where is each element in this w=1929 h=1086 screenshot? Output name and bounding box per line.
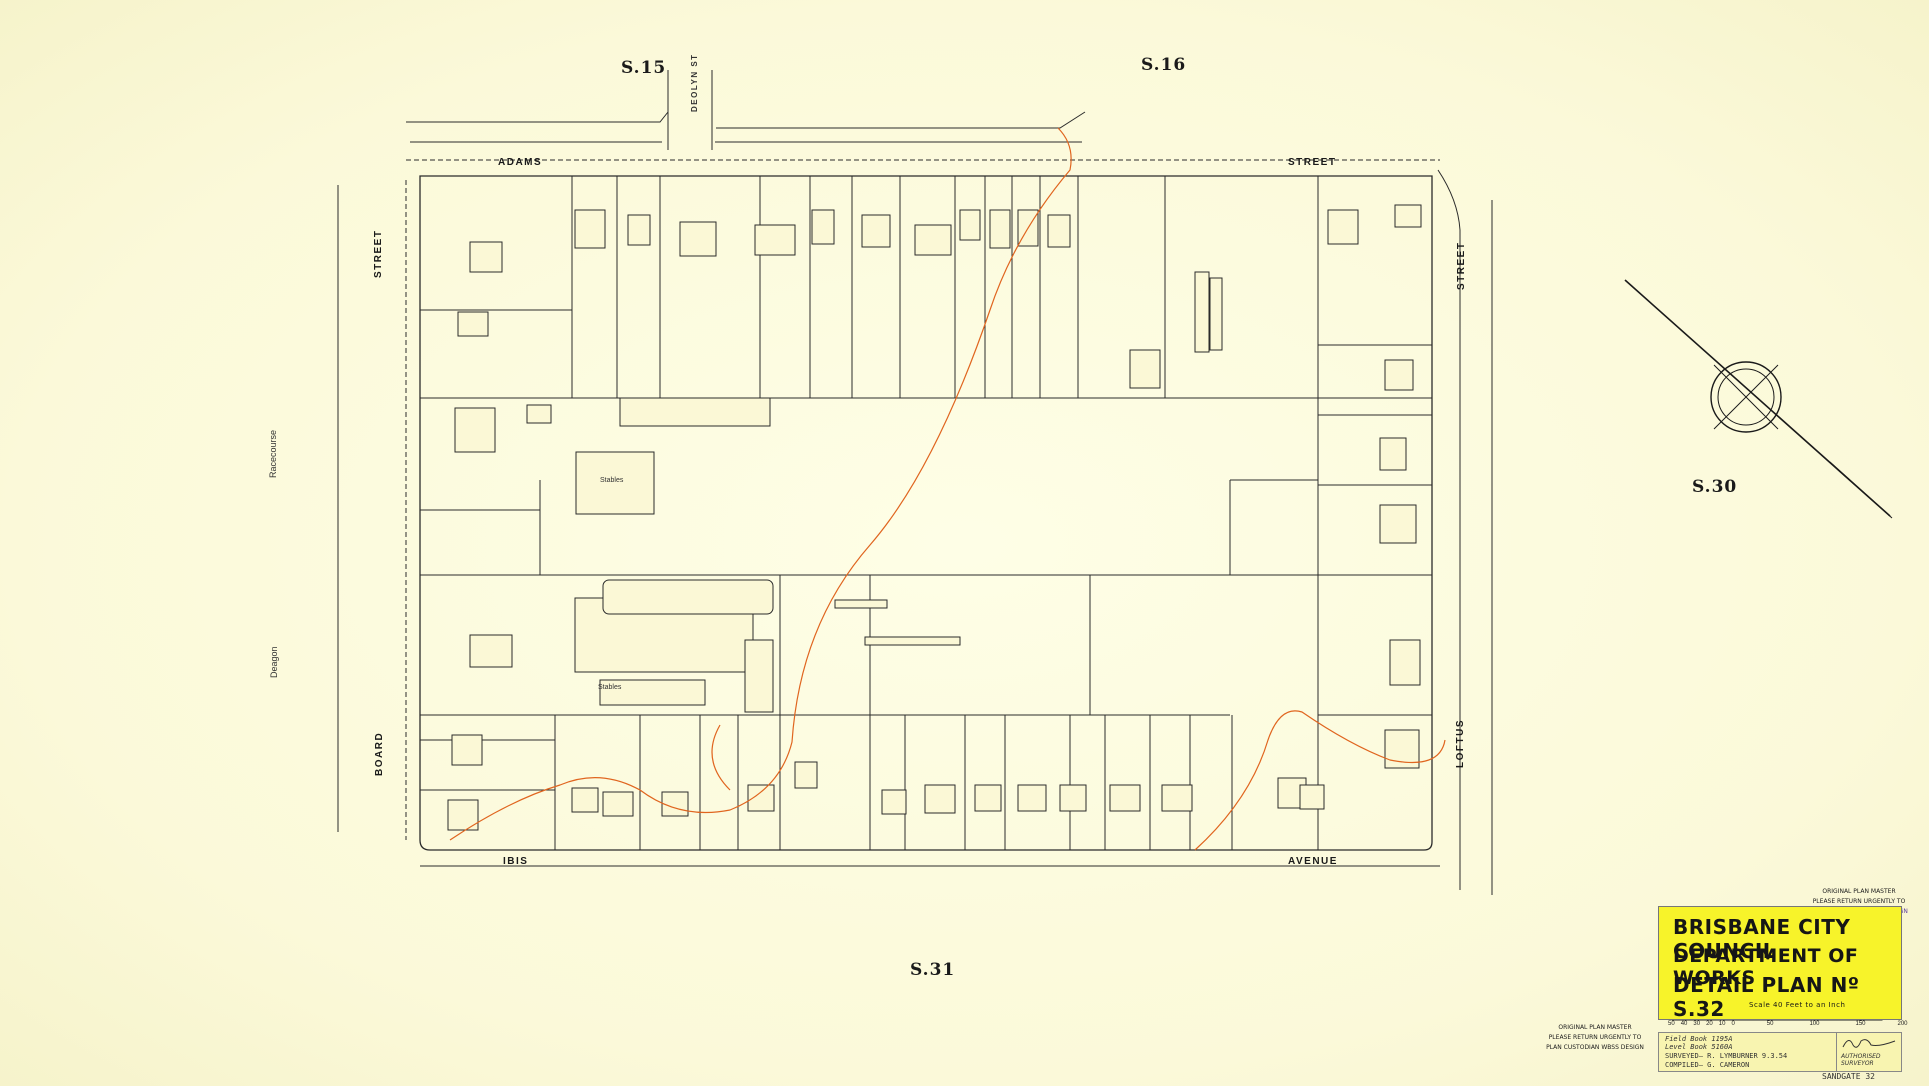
title-plan-number: DETAIL PLAN Nº S.32 — [1673, 973, 1860, 1021]
scale-tick: 30 — [1693, 1021, 1701, 1027]
stamp-bottom-line2: PLEASE RETURN URGENTLY TO — [1548, 1034, 1642, 1041]
authorised-surveyor: AUTHORISED SURVEYOR — [1841, 1053, 1881, 1067]
stamp-bottom-line3: PLAN CUSTODIAN WBSS DESIGN — [1546, 1044, 1644, 1051]
suburb-ref: SANDGATE 32 — [1822, 1072, 1875, 1081]
area-label-racecourse: Racecourse — [268, 429, 278, 478]
scale-tick: 50 — [1668, 1021, 1675, 1027]
scale-tick: 100 — [1809, 1021, 1820, 1027]
title-scale: Scale 40 Feet to an Inch — [1749, 1001, 1846, 1009]
scale-tick: 20 — [1706, 1021, 1713, 1027]
title-council: BRISBANE CITY COUNCIL — [1673, 915, 1851, 963]
street-label-adams-street: STREET — [1288, 157, 1337, 168]
field-book-block: Field Book 1195A Level Book 5160A SURVEY… — [1658, 1032, 1838, 1072]
scale-tick: 0 — [1731, 1021, 1735, 1027]
stamp-plan-master-bottom: ORIGINAL PLAN MASTER PLEASE RETURN URGEN… — [1530, 1023, 1660, 1053]
street-label-deolyn: DEOLYN ST — [690, 53, 699, 112]
scale-tick: 10 — [1718, 1021, 1726, 1027]
stamp-top-line2: PLEASE RETURN URGENTLY TO — [1812, 898, 1906, 905]
signature-block: AUTHORISED SURVEYOR — [1836, 1032, 1902, 1072]
street-label-board-street: STREET — [373, 229, 384, 278]
north-arrow — [1624, 279, 1893, 519]
building-footprints — [447, 204, 1422, 831]
title-department: DEPARTMENT OF WORKS — [1673, 945, 1859, 989]
street-label-adams: ADAMS — [498, 157, 543, 168]
stamp-top-line1: ORIGINAL PLAN MASTER — [1822, 888, 1896, 895]
sheet-ref-s30: S.30 — [1692, 477, 1738, 497]
field-book: Field Book 1195A — [1665, 1035, 1733, 1043]
title-block: BRISBANE CITY COUNCIL DEPARTMENT OF WORK… — [1658, 906, 1902, 1021]
scale-tick: 200 — [1897, 1021, 1908, 1027]
street-label-avenue: AVENUE — [1288, 856, 1338, 867]
sheet-ref-s16: S.16 — [1141, 55, 1187, 75]
signature-icon — [1842, 1039, 1896, 1048]
building-label-stables-2: Stables — [598, 684, 622, 691]
street-label-board: BOARD — [374, 731, 385, 776]
scale-tick: 40 — [1680, 1021, 1688, 1027]
stables-building-2 — [599, 679, 706, 706]
stables-building-1 — [575, 451, 655, 515]
compiled-by: COMPILED— G. CAMERON — [1665, 1061, 1750, 1069]
street-label-loftus: LOFTUS — [1455, 719, 1466, 768]
street-label-ibis: IBIS — [503, 856, 529, 867]
street-label-loftus-street: STREET — [1456, 241, 1467, 290]
street-linework — [337, 70, 1493, 895]
surveyed-by: SURVEYED— R. LYMBURNER 9.3.54 — [1665, 1052, 1788, 1060]
building-label-stables-1: Stables — [600, 477, 624, 484]
sheet-ref-s15: S.15 — [621, 58, 667, 78]
scale-tick: 50 — [1766, 1021, 1774, 1027]
area-label-deagon: Deagon — [269, 646, 279, 678]
scale-tick: 150 — [1855, 1021, 1866, 1027]
sheet-ref-s31: S.31 — [910, 960, 956, 980]
scale-ticks: 50 40 30 20 10 0 50 100 150 200 — [1668, 1021, 1908, 1027]
contour-lines — [449, 127, 1446, 851]
level-book: Level Book 5160A — [1665, 1043, 1733, 1051]
stamp-bottom-line1: ORIGINAL PLAN MASTER — [1558, 1024, 1632, 1031]
